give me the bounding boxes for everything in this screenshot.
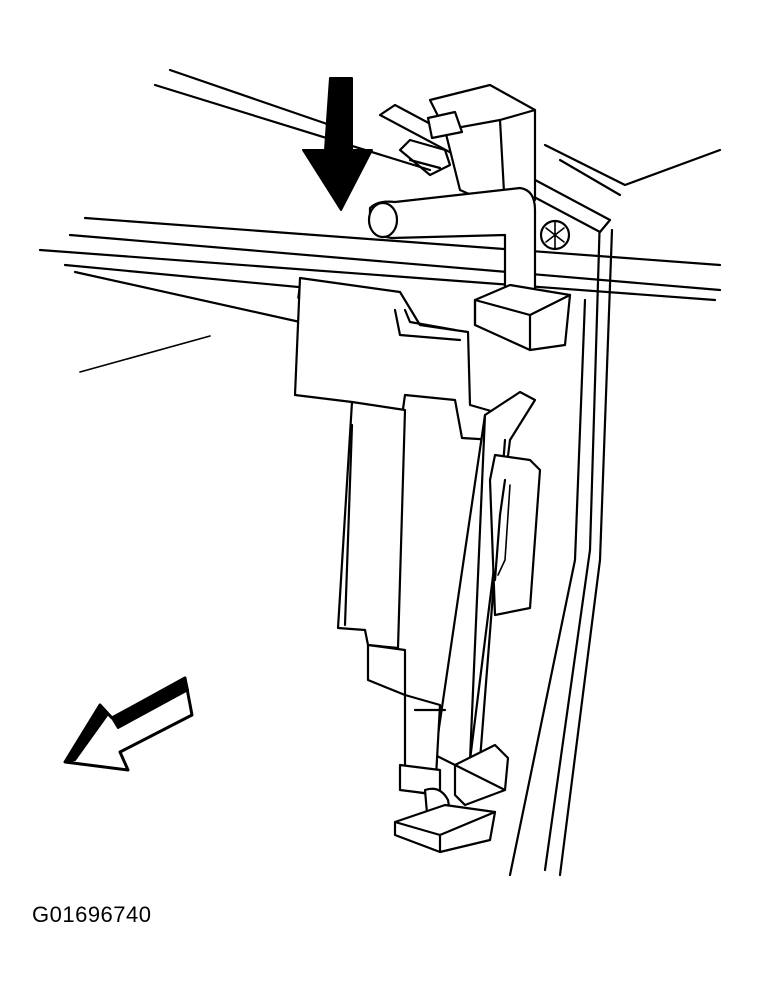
vertical-rod-housing [433, 390, 542, 767]
actuator-housing [293, 276, 507, 697]
lower-linkage [393, 693, 510, 854]
top-bracket [378, 83, 612, 251]
rod-collar [473, 283, 572, 352]
figure-id-label: G01696740 [32, 902, 152, 927]
crossing-rods [38, 216, 722, 373]
actuator-rod [367, 186, 537, 307]
down-arrow-icon [302, 77, 373, 211]
door-edge-rails [508, 213, 614, 877]
diagonal-arrow-icon [63, 676, 194, 772]
upper-frame-rail [153, 68, 722, 197]
